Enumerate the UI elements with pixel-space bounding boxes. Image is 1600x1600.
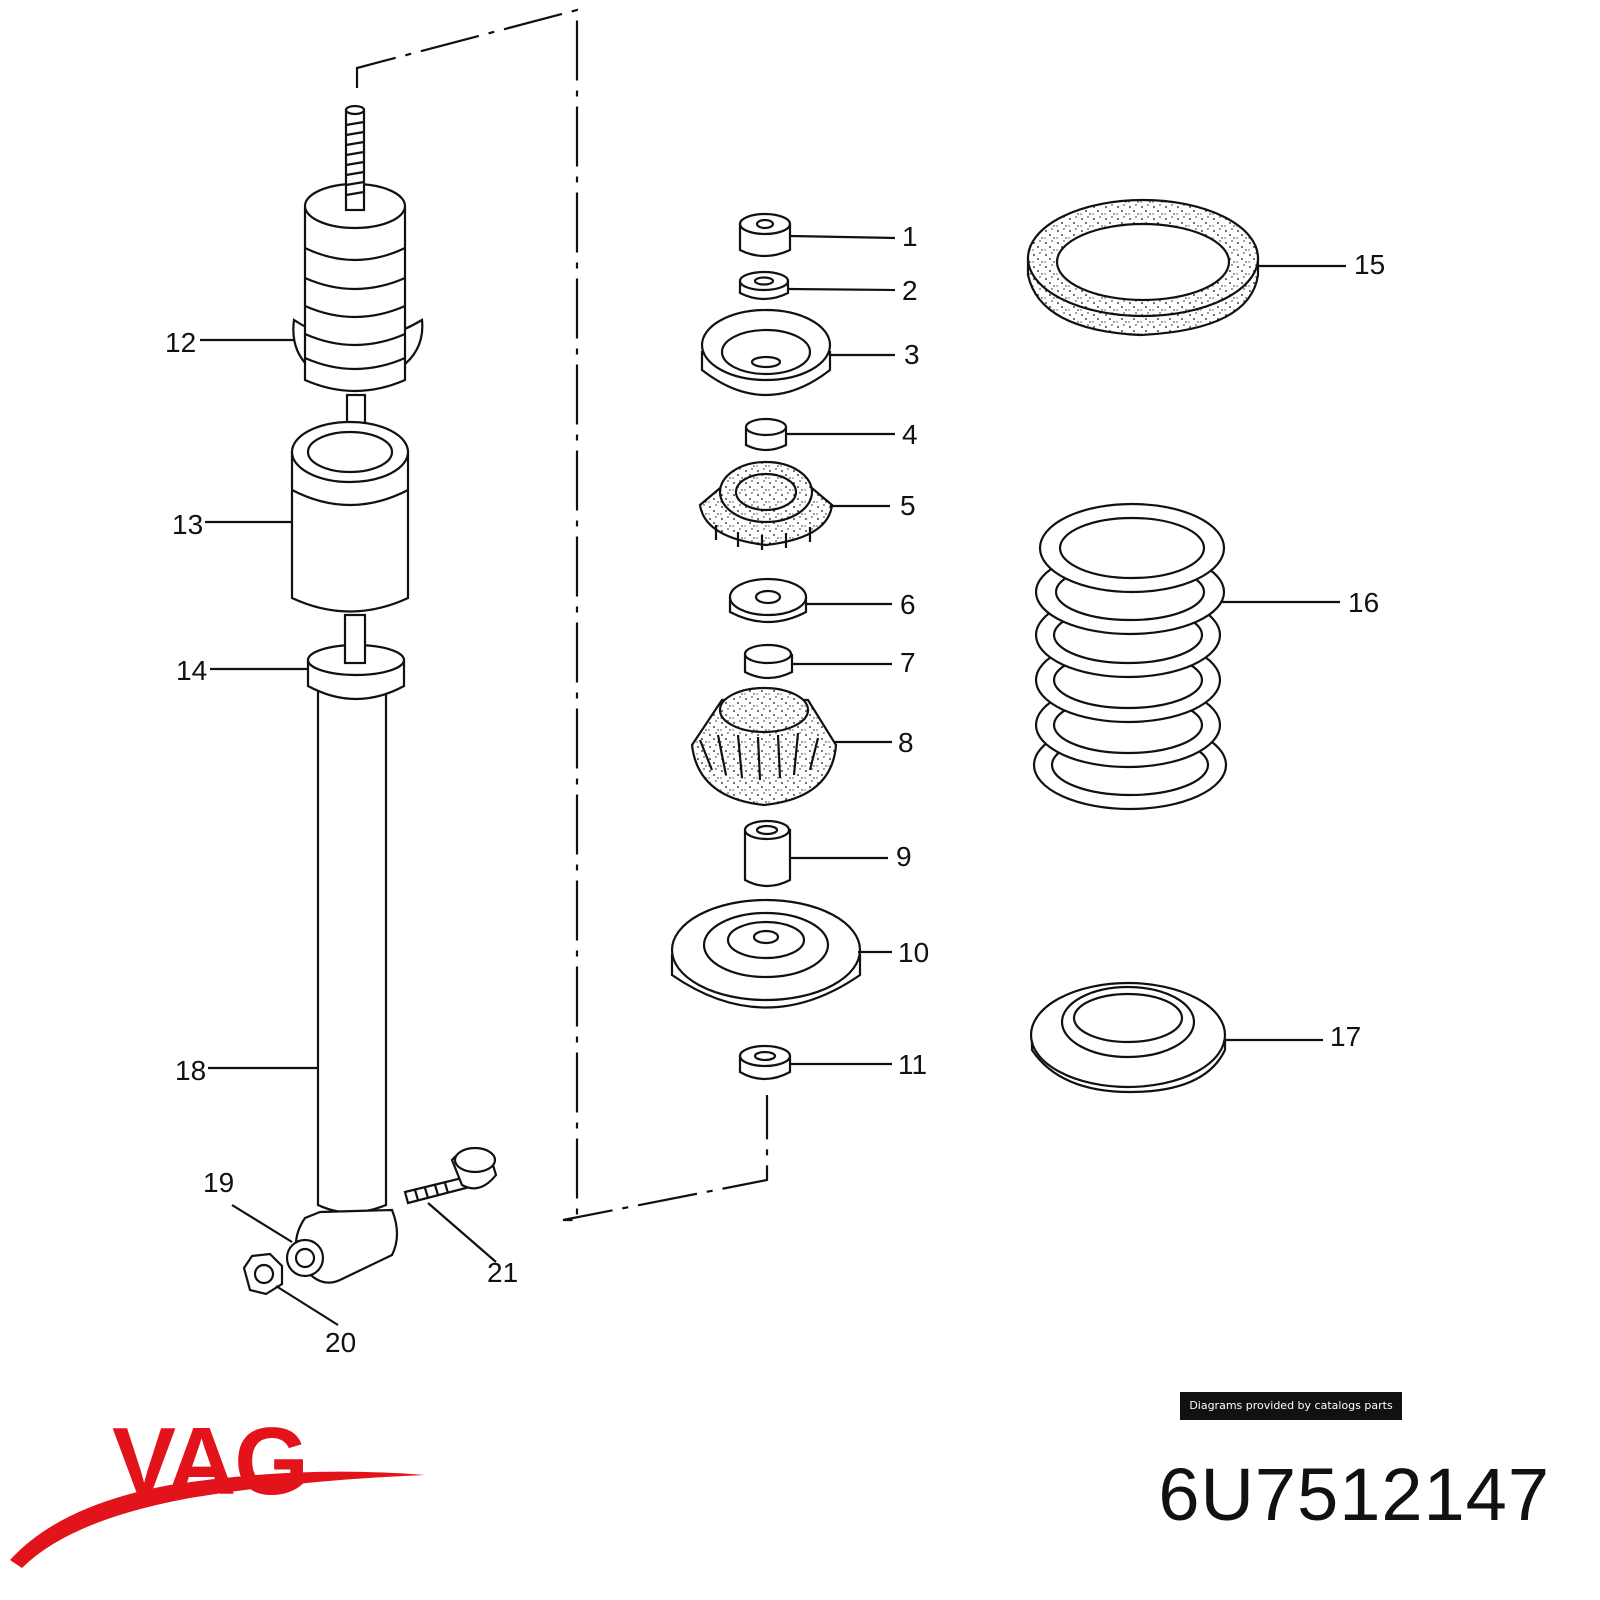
part-7-nut: [743, 643, 794, 680]
callout-21: 21: [487, 1257, 518, 1288]
part-16-coil-spring: [1032, 502, 1228, 811]
assembly-line: [355, 8, 769, 1222]
callout-3: 3: [904, 339, 920, 370]
callout-15: 15: [1354, 249, 1385, 280]
callout-18: 18: [175, 1055, 206, 1086]
bump-stop: [292, 104, 424, 393]
callout-20: 20: [325, 1327, 356, 1358]
callout-10: 10: [898, 937, 929, 968]
part-6-washer: [728, 577, 808, 624]
leader-lines: [200, 234, 1346, 1326]
part-5-mount: [698, 460, 834, 550]
part-11-bushing: [738, 1044, 792, 1081]
callout-5: 5: [900, 490, 916, 521]
callout-4: 4: [902, 419, 918, 450]
diagram-credit: Diagrams provided by catalogs parts: [1180, 1392, 1402, 1420]
callout-8: 8: [898, 727, 914, 758]
part-10-spring-seat: [670, 898, 862, 1009]
callout-13: 13: [172, 509, 203, 540]
part-15-pad: [1026, 198, 1260, 337]
callout-12: 12: [165, 327, 196, 358]
callout-14: 14: [176, 655, 207, 686]
bolt-21: [403, 1146, 498, 1205]
callout-1: 1: [902, 221, 918, 252]
part-4-bushing: [744, 417, 788, 452]
shock-absorber: [285, 393, 406, 1284]
part-8-bump-stop: [690, 686, 838, 807]
nut-20: [242, 1252, 284, 1296]
callout-2: 2: [902, 275, 918, 306]
callout-6: 6: [900, 589, 916, 620]
part-2-washer: [738, 270, 790, 301]
part-17-spring-seat: [1029, 981, 1227, 1094]
callout-9: 9: [896, 841, 912, 872]
callout-11: 11: [898, 1049, 927, 1080]
part-number: 6U7512147: [1158, 1453, 1550, 1536]
callout-7: 7: [900, 647, 916, 678]
brand-logo-text: VAG: [112, 1408, 309, 1515]
protective-sleeve: [290, 420, 410, 613]
callout-17: 17: [1330, 1021, 1361, 1052]
part-9-spacer: [743, 819, 792, 888]
vag-logo-swoosh: [10, 1471, 425, 1568]
callout-19: 19: [203, 1167, 234, 1198]
callout-16: 16: [1348, 587, 1379, 618]
part-3-top-mount: [700, 308, 832, 396]
callout-numbers: 1 2 3 4 5 6 7 8 9 10 11 12 13 14 15 16 1…: [165, 221, 1385, 1358]
part-1-nut: [738, 212, 792, 258]
